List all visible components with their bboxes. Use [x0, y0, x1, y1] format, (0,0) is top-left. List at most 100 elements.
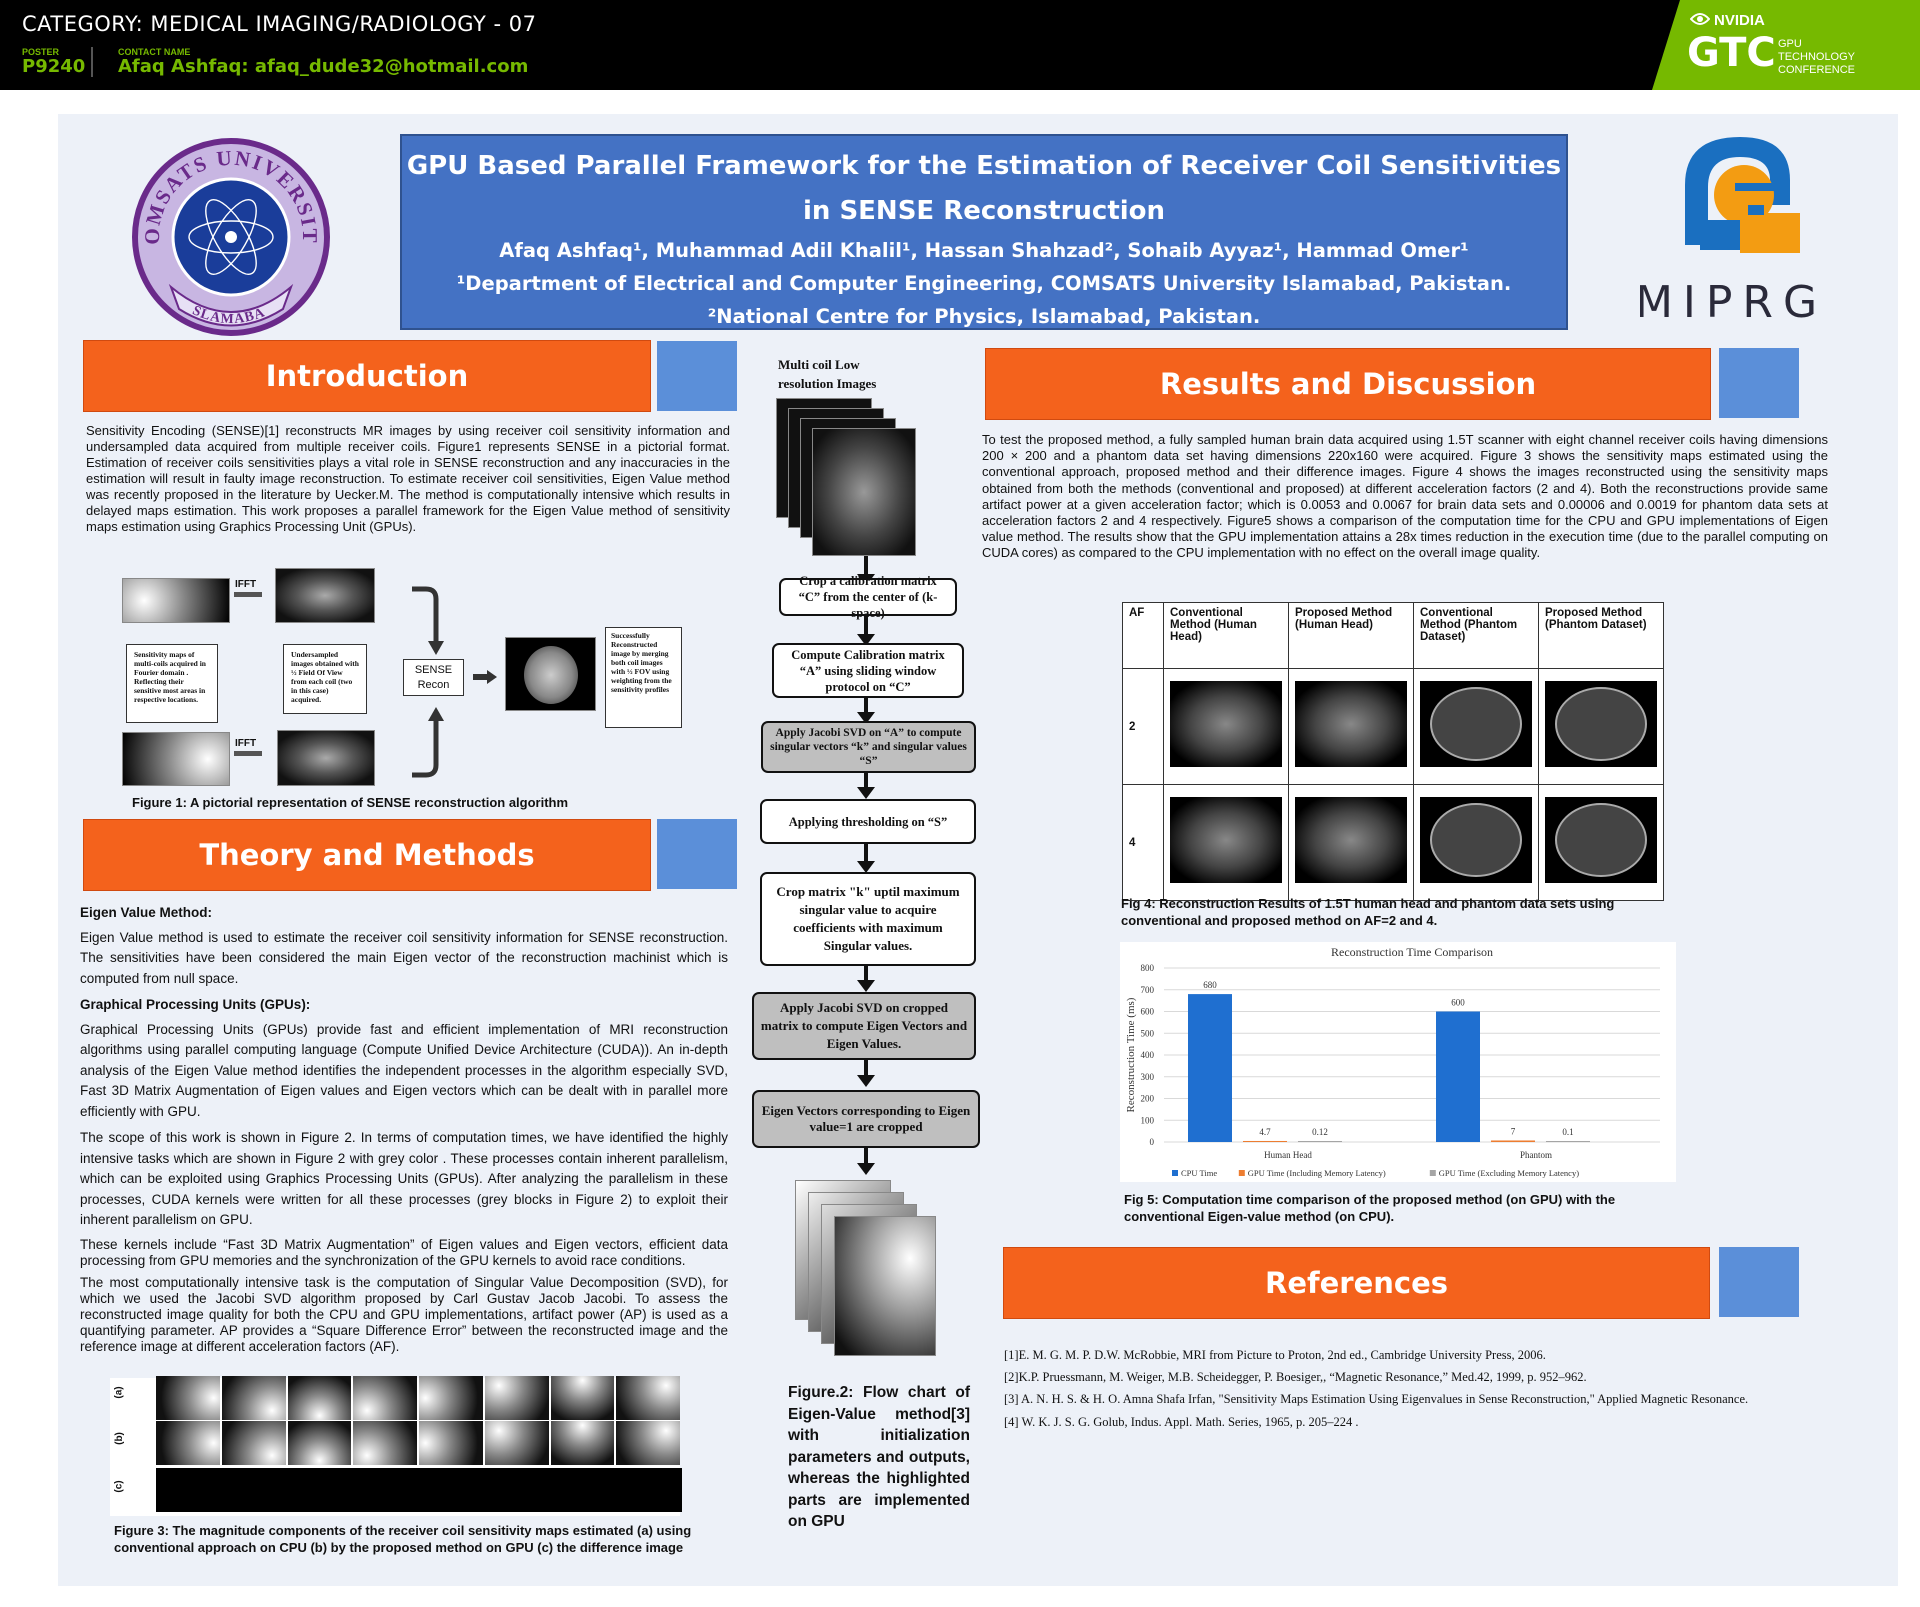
- flow-arrow: [864, 616, 868, 640]
- undersampled-image: [277, 730, 375, 786]
- sensitivity-map-tile: [484, 1376, 549, 1420]
- merge-arrows-icon: [412, 586, 444, 778]
- coil-image: [812, 428, 916, 556]
- y-tick-label: 400: [1141, 1050, 1155, 1060]
- sensitivity-maps-row-b: [156, 1421, 682, 1465]
- flow-arrow: [864, 556, 868, 576]
- sensitivity-map-tile: [221, 1421, 286, 1465]
- poster-id: P9240: [22, 56, 86, 77]
- y-tick-label: 0: [1150, 1137, 1155, 1147]
- sensitivity-map-tile: [353, 1376, 417, 1420]
- sensitivity-map-tile: [353, 1421, 417, 1465]
- fig1-text-box-4: Successfully Reconstructed image by merg…: [605, 627, 682, 728]
- header-bar: CATEGORY: MEDICAL IMAGING/RADIOLOGY - 07…: [0, 0, 1920, 90]
- paragraph: Eigen Value method is used to estimate t…: [80, 929, 728, 986]
- table-cell-image: [1413, 784, 1539, 901]
- intro-heading: Introduction: [83, 340, 651, 412]
- poster-label: POSTER: [22, 47, 60, 57]
- table-cell-image: [1288, 784, 1414, 901]
- paragraph: Graphical Processing Units (GPUs) provid…: [80, 1021, 728, 1119]
- sensitivity-map-tile: [616, 1376, 680, 1420]
- results-text: To test the proposed method, a fully sam…: [982, 432, 1828, 561]
- comsats-logo: COMSATS UNIVERSITY ISLAMABAD: [131, 137, 330, 336]
- accent-square: [657, 341, 737, 411]
- title-box: GPU Based Parallel Framework for the Est…: [400, 134, 1568, 330]
- table-header: Conventional Method (Phantom Dataset): [1413, 602, 1539, 669]
- bar: [1243, 1140, 1287, 1142]
- sensitivity-map-tile: [550, 1421, 615, 1465]
- authors: Afaq Ashfaq¹, Muhammad Adil Khalil¹, Has…: [499, 239, 1469, 262]
- gtc-logo: NVIDIA GTC GPU TECHNOLOGY CONFERENCE: [1652, 0, 1920, 90]
- title-line-1: GPU Based Parallel Framework for the Est…: [406, 151, 1562, 181]
- bar: [1436, 1011, 1480, 1142]
- flow-step-6: Apply Jacobi SVD on cropped matrix to co…: [752, 992, 976, 1060]
- accent-square: [1719, 348, 1799, 418]
- arrow-down-icon: [857, 1075, 875, 1087]
- miprg-logo: MIPRG: [1640, 137, 1817, 328]
- arrow-down-icon: [857, 861, 875, 873]
- theory-heading: Theory and Methods: [83, 819, 651, 891]
- contact-name: Afaq Ashfaq: afaq_dude32@hotmail.com: [118, 56, 529, 77]
- category-label: CATEGORY: MEDICAL IMAGING/RADIOLOGY - 07: [22, 12, 537, 36]
- sensitivity-map-image: [122, 732, 230, 786]
- chart-svg: Reconstruction Time Comparison0100200300…: [1125, 945, 1660, 1178]
- reference-item: [2]K.P. Pruessmann, M. Weiger, M.B. Sche…: [1004, 1370, 1587, 1384]
- bar: [1546, 1141, 1590, 1142]
- data-label: 600: [1451, 998, 1465, 1008]
- figure-4-caption: Fig 4: Reconstruction Results of 1.5T hu…: [1121, 896, 1615, 928]
- legend-swatch: [1429, 1170, 1436, 1176]
- sensitivity-map-image: [122, 578, 230, 623]
- divider: [91, 47, 93, 77]
- data-label: 0.12: [1312, 1127, 1328, 1137]
- sensitivity-map-tile: [287, 1421, 352, 1465]
- paragraph: The most computationally intensive task …: [80, 1274, 728, 1354]
- flow-step-7: Eigen Vectors corresponding to Eigen val…: [752, 1090, 980, 1148]
- table-cell-image: [1163, 784, 1289, 901]
- bar: [1188, 994, 1232, 1142]
- ifft-label: IFFT: [235, 738, 257, 749]
- table-cell-image: [1288, 668, 1414, 785]
- y-tick-label: 300: [1141, 1072, 1155, 1082]
- results-heading: Results and Discussion: [985, 348, 1711, 420]
- sensitivity-map-tile: [221, 1376, 286, 1420]
- sensitivity-map-tile: [550, 1376, 615, 1420]
- sensitivity-map-tile: [419, 1421, 483, 1465]
- figure-1-caption: Figure 1: A pictorial representation of …: [132, 795, 569, 810]
- flow-step-3: Apply Jacobi SVD on “A” to compute singu…: [761, 721, 976, 773]
- reference-item: [3] A. N. H. S. & H. O. Amna Shafa Irfan…: [1004, 1392, 1749, 1406]
- flow-arrow: [864, 966, 868, 986]
- table-cell-image: [1538, 784, 1664, 901]
- arrow-icon: [234, 751, 262, 756]
- row-label: (c): [113, 1480, 125, 1493]
- arrow-down-icon: [857, 787, 875, 799]
- reference-item: [4] W. K. J. S. G. Golub, Indus. Appl. M…: [1004, 1415, 1359, 1429]
- undersampled-image: [275, 568, 375, 623]
- flow-step-2: Compute Calibration matrix “A” using sli…: [772, 643, 964, 698]
- flow-arrow: [864, 1060, 868, 1080]
- intro-text: Sensitivity Encoding (SENSE)[1] reconstr…: [86, 423, 730, 534]
- sensitivity-map-tile: [287, 1376, 352, 1420]
- arrow-right-icon: [473, 670, 497, 684]
- contact-label: CONTACT NAME: [118, 47, 191, 57]
- subheading: Graphical Processing Units (GPUs):: [80, 997, 311, 1012]
- fig1-text-box-1: Sensitivity maps of multi-coils acquired…: [126, 644, 218, 723]
- sensitivity-map-tile: [616, 1421, 680, 1465]
- table-header: AF: [1122, 602, 1164, 669]
- legend-swatch: [1172, 1170, 1178, 1176]
- arrow-icon: [234, 592, 262, 597]
- arrow-down-icon: [857, 980, 875, 992]
- data-label: 4.7: [1259, 1127, 1271, 1137]
- table-row-label: 4: [1122, 784, 1164, 901]
- flow-arrow: [864, 844, 868, 868]
- reconstruction-results-table: AF Conventional Method (Human Head) Prop…: [1122, 602, 1664, 901]
- data-label: 680: [1203, 980, 1217, 990]
- x-tick-label: Phantom: [1520, 1150, 1552, 1160]
- bar: [1298, 1141, 1342, 1142]
- table-cell-image: [1413, 668, 1539, 785]
- legend-label: CPU Time: [1181, 1168, 1217, 1178]
- arrow-down-icon: [857, 1163, 875, 1175]
- theory-text: Eigen Value Method: Eigen Value method i…: [80, 903, 728, 1361]
- flow-arrow: [864, 1148, 868, 1168]
- flow-step-5: Crop matrix "k" uptil maximum singular v…: [760, 872, 976, 966]
- y-tick-label: 600: [1141, 1007, 1155, 1017]
